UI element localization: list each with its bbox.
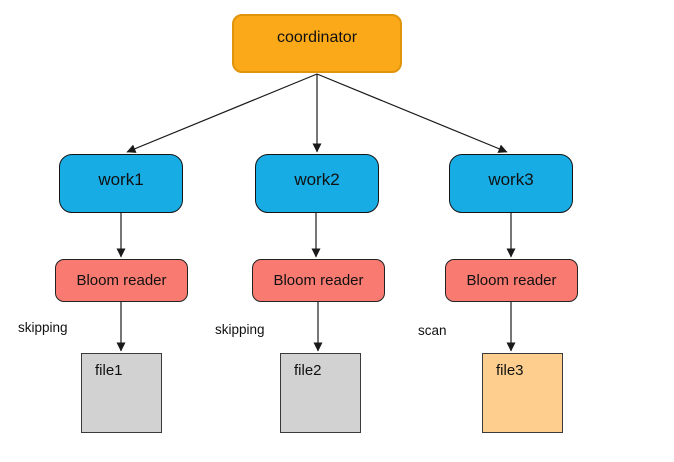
node-bloom-reader-1: Bloom reader: [55, 259, 188, 302]
node-file2: file2: [280, 353, 361, 433]
node-work3: work3: [449, 154, 573, 213]
node-work1: work1: [59, 154, 183, 213]
node-bloom-reader-2: Bloom reader: [252, 259, 385, 302]
arrow-coordinator-work3: [316, 73, 508, 153]
edge-label-skipping-1: skipping: [18, 320, 68, 335]
node-bloom-reader-3: Bloom reader: [445, 259, 578, 302]
node-coordinator: coordinator: [232, 14, 402, 73]
node-work2: work2: [255, 154, 379, 213]
node-file1: file1: [81, 353, 162, 433]
edge-label-scan: scan: [418, 323, 447, 338]
node-file3: file3: [482, 353, 563, 433]
arrow-coordinator-work1: [126, 73, 318, 153]
edge-label-skipping-2: skipping: [215, 322, 265, 337]
